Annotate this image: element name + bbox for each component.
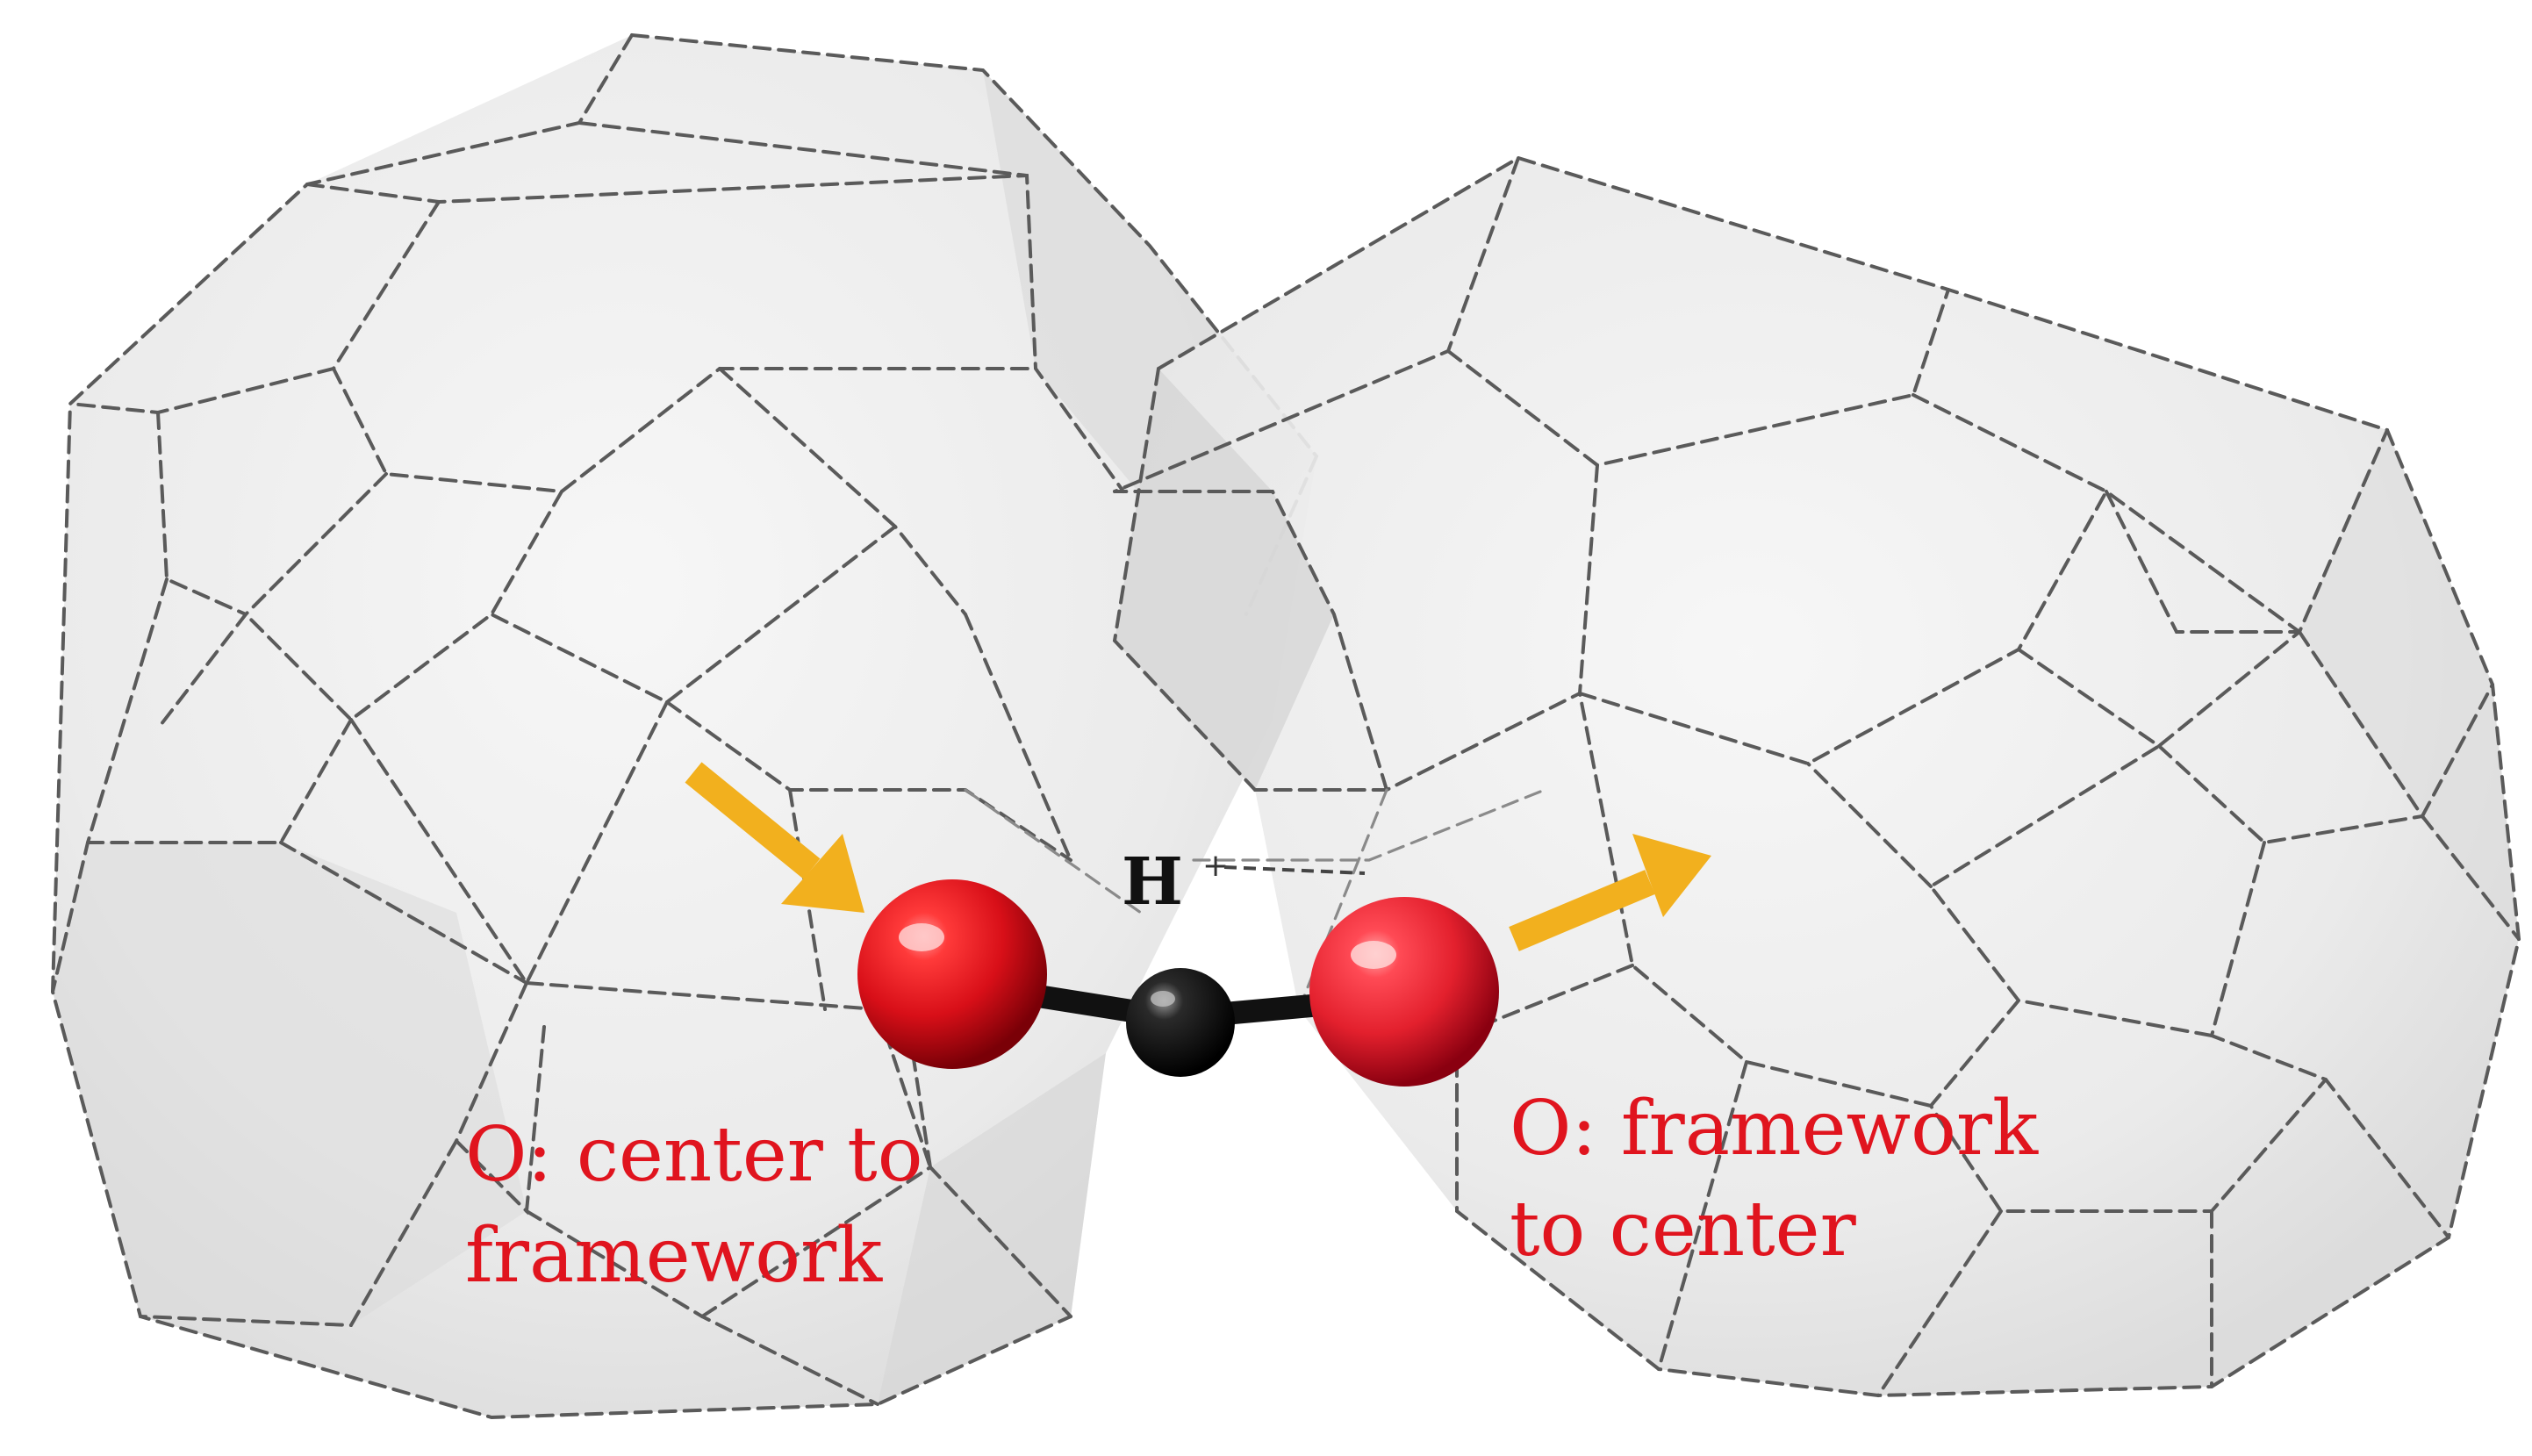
arrow-up-right-icon	[1509, 834, 1711, 951]
arrow-down-right-icon	[685, 762, 864, 913]
oxygen-atom-left	[857, 879, 1047, 1069]
left-cage	[50, 33, 1318, 1420]
right-cage	[1112, 155, 2521, 1398]
label-right: O: framework to center	[1510, 1085, 2039, 1273]
oxygen-atom-right	[1309, 897, 1499, 1087]
proton-symbol: H	[1122, 844, 1183, 920]
label-right-line1: O: framework	[1510, 1085, 2039, 1173]
proton-link	[1223, 865, 1366, 875]
label-left-line1: O: center to	[465, 1111, 923, 1199]
label-right-line2: to center	[1510, 1186, 1857, 1273]
co2-molecule	[857, 879, 1499, 1087]
label-left: O: center to framework	[465, 1111, 923, 1300]
right-cage-body	[1115, 158, 2519, 1395]
carbon-atom	[1126, 968, 1235, 1077]
label-left-line2: framework	[465, 1212, 883, 1300]
proton-label: H +	[1122, 844, 1366, 920]
